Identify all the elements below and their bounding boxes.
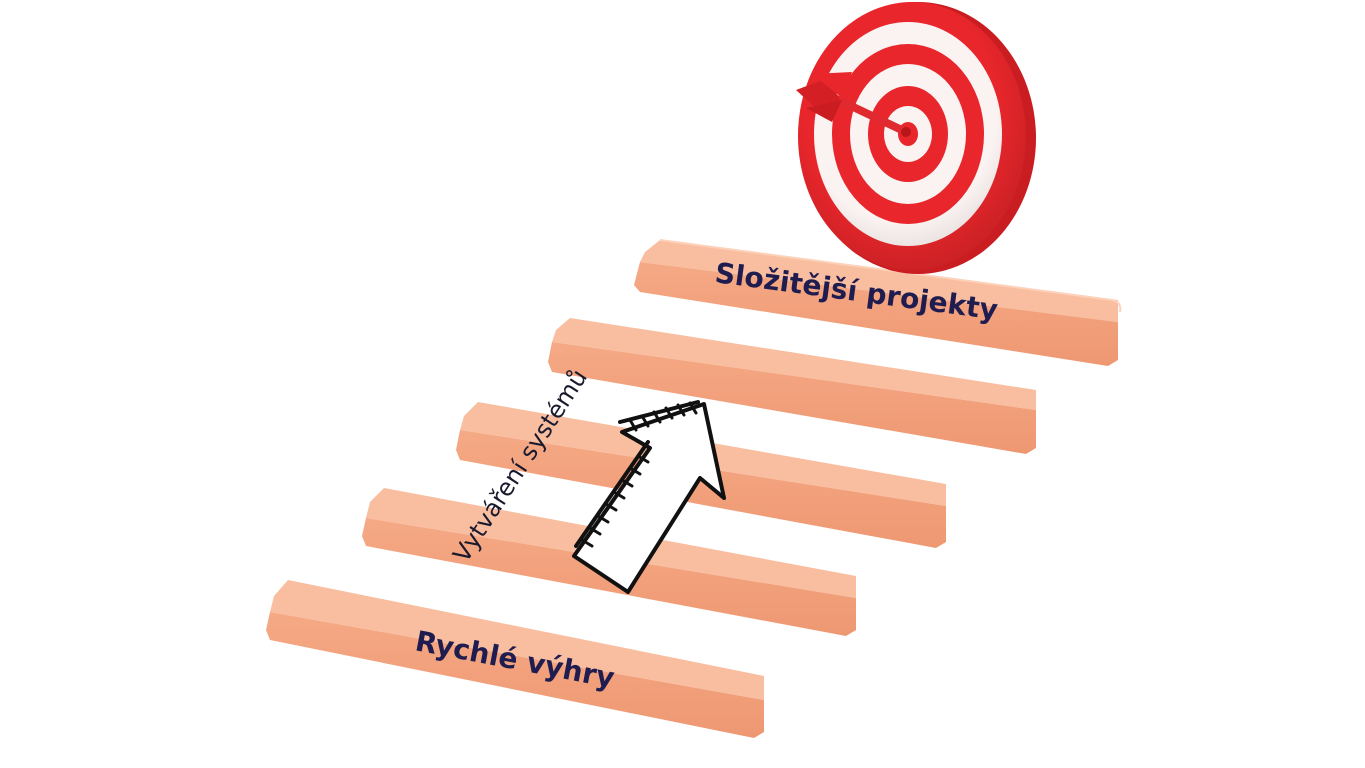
step-4-front: [548, 342, 1036, 454]
step-1: [266, 580, 764, 738]
step-5: [634, 239, 1122, 366]
step-3-front: [456, 430, 946, 548]
step-1-top: [270, 580, 764, 700]
step-1-front: [266, 612, 764, 738]
step-4: [548, 318, 1036, 454]
hand-drawn-up-arrow-icon: [572, 400, 726, 594]
step-5-front: [634, 262, 1118, 366]
step-5-top: [640, 240, 1118, 322]
step-4-top: [552, 318, 1036, 410]
dart-icon: [796, 72, 911, 137]
target-with-dart-icon: [796, 2, 1036, 274]
